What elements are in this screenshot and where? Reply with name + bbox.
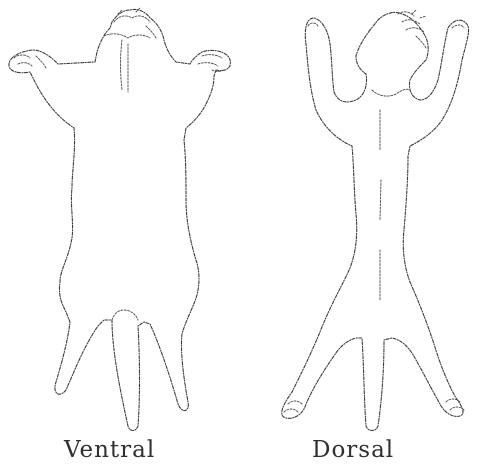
ventral-caption: Ventral (64, 436, 155, 464)
ventral-tail-detail (112, 310, 138, 320)
dorsal-head-detail (398, 10, 426, 48)
ventral-body-outline (9, 9, 230, 430)
dorsal-left-forepaw-detail (308, 23, 318, 26)
ventral-skin-outline (9, 8, 230, 431)
dorsal-right-hindpaw-detail (446, 399, 464, 410)
dorsal-midline (380, 110, 381, 300)
dorsal-body-outline (282, 12, 469, 430)
dorsal-right-forepaw-detail (452, 25, 464, 28)
dorsal-skin-outline (282, 10, 469, 431)
ventral-left-paw-detail (14, 55, 46, 68)
ventral-chin-detail (121, 40, 129, 92)
ventral-right-paw-detail (198, 55, 224, 72)
dorsal-caption: Dorsal (312, 436, 394, 464)
dorsal-left-hindpaw-detail (284, 401, 302, 412)
dorsal-neck-detail (372, 89, 410, 96)
